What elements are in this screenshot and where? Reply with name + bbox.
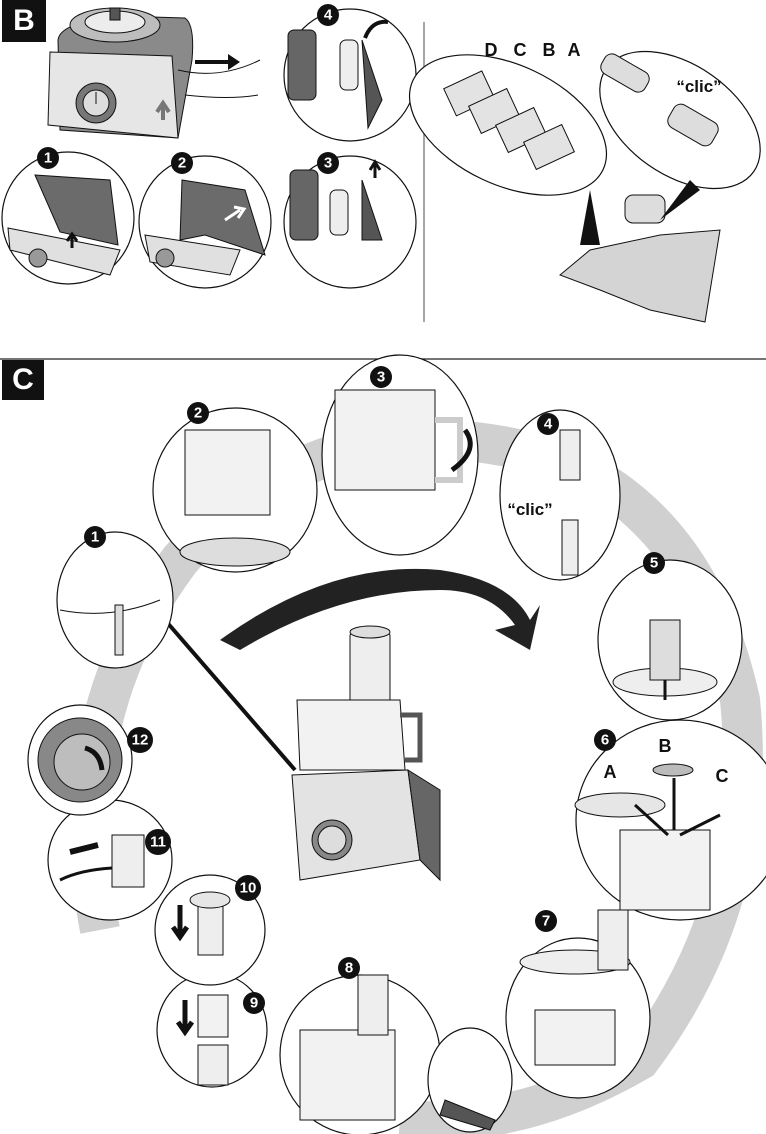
c-step-8-number: 8 <box>345 960 353 977</box>
c-step-4-number: 4 <box>544 416 553 433</box>
c-step-3-badge: 3 <box>370 366 392 388</box>
c-step-11-badge: 11 <box>145 829 171 855</box>
b-step-2-panel <box>139 156 271 288</box>
section-c-label: C <box>2 360 44 400</box>
b-step-1-badge: 1 <box>37 147 59 169</box>
c-step-3-panel <box>322 355 478 555</box>
grater-label-d: D <box>485 40 498 60</box>
c-step-4-badge: 4 <box>537 413 559 435</box>
c-step-11-number: 11 <box>150 834 166 851</box>
c-step-8-panel <box>280 975 440 1134</box>
c-step-1-badge: 1 <box>84 526 106 548</box>
c-step-4-panel: “clic” <box>500 410 620 580</box>
b-step-1-panel <box>2 152 134 284</box>
c-step-12-badge: 12 <box>127 727 153 753</box>
c-step-12-number: 12 <box>132 732 149 749</box>
coupling-clic-panel: “clic” <box>575 23 766 216</box>
b-step-4-number: 4 <box>324 7 333 24</box>
b-step-2-badge: 2 <box>171 152 193 174</box>
tool-label-a: A <box>604 762 617 782</box>
c-step-7-number: 7 <box>542 913 550 930</box>
tool-label-b: B <box>659 736 672 756</box>
c-step-10-badge: 10 <box>235 875 261 901</box>
c-step-9-panel <box>157 973 267 1087</box>
b-step-4-panel <box>284 9 416 141</box>
c-step-9-badge: 9 <box>243 992 265 1014</box>
c-step-8-badge: 8 <box>338 957 360 979</box>
b-step-3-badge: 3 <box>317 152 339 174</box>
b-step-3-panel <box>284 156 416 288</box>
c-step-10-number: 10 <box>240 880 257 897</box>
c-step-5-number: 5 <box>650 555 658 572</box>
grater-label-c: C <box>514 40 527 60</box>
c-step-11-panel <box>48 800 172 920</box>
c-step-9-number: 9 <box>250 995 258 1012</box>
food-processor-illustration <box>292 626 440 880</box>
b-step-4-badge: 4 <box>317 4 339 26</box>
b-step-3-number: 3 <box>324 155 332 172</box>
pusher-holder-illustration <box>560 180 720 322</box>
clic-sound-label-b: “clic” <box>676 77 721 96</box>
c-step-2-panel <box>153 408 317 572</box>
grater-label-a: A <box>568 40 581 60</box>
c-step-1-number: 1 <box>91 529 99 546</box>
c-step-1-panel <box>57 532 173 668</box>
c-step-2-number: 2 <box>194 405 202 422</box>
grater-label-b: B <box>543 40 556 60</box>
b-step-1-number: 1 <box>44 150 52 167</box>
c-step-12-panel <box>28 705 132 815</box>
clic-sound-label-c: “clic” <box>507 500 552 519</box>
b-step-2-number: 2 <box>178 155 186 172</box>
tool-label-c: C <box>716 766 729 786</box>
c-step-2-badge: 2 <box>187 402 209 424</box>
c-step-6-number: 6 <box>601 732 609 749</box>
base-unit-illustration <box>48 8 260 138</box>
c-step-3-number: 3 <box>377 369 385 386</box>
c-step-7-panel <box>506 910 650 1098</box>
c-step-8-detail-panel <box>428 1028 512 1132</box>
c-step-7-badge: 7 <box>535 910 557 932</box>
c-step-5-panel <box>598 560 742 720</box>
c-step-5-badge: 5 <box>643 552 665 574</box>
c-step-6-badge: 6 <box>594 729 616 751</box>
